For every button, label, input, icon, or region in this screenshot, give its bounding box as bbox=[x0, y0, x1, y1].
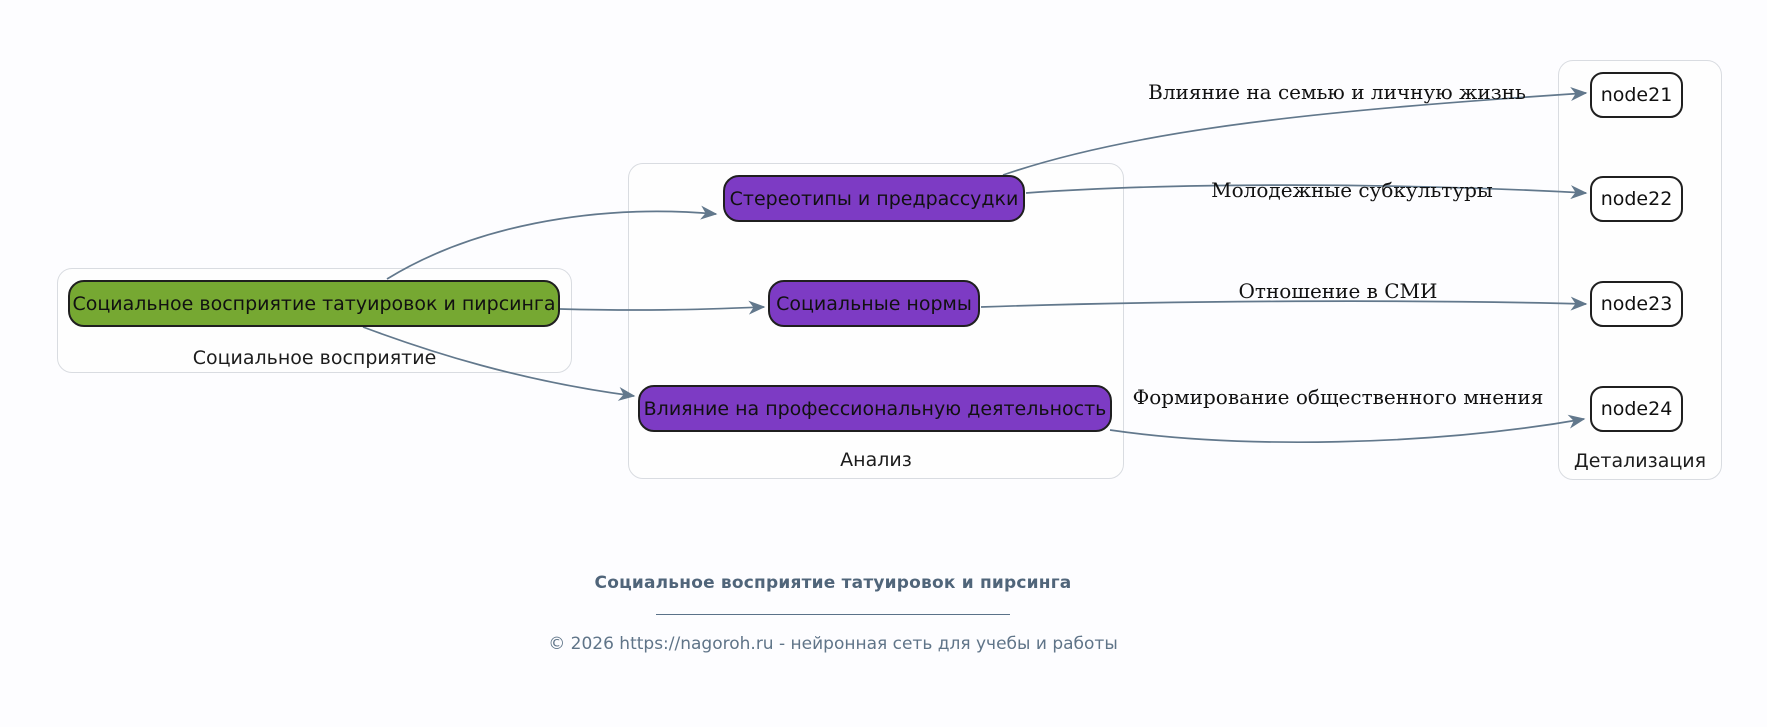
edge-label-family-life: Влияние на семью и личную жизнь bbox=[1148, 80, 1526, 104]
cluster-analysis-label: Анализ bbox=[840, 449, 912, 471]
edge-label-youth-subcultures: Молодежные субкультуры bbox=[1211, 178, 1493, 202]
node-root: Социальное восприятие татуировок и пирси… bbox=[68, 280, 560, 327]
edge-label-public-opinion: Формирование общественного мнения bbox=[1132, 385, 1544, 409]
footer-copyright: © 2026 https://nagoroh.ru - нейронная се… bbox=[548, 634, 1118, 654]
edge-label-media-attitude: Отношение в СМИ bbox=[1238, 279, 1438, 303]
cluster-social-perception-label: Социальное восприятие bbox=[192, 347, 437, 369]
footer-title: Социальное восприятие татуировок и пирси… bbox=[594, 573, 1072, 593]
node-social-norms: Социальные нормы bbox=[768, 280, 980, 327]
footer: Социальное восприятие татуировок и пирси… bbox=[383, 573, 1283, 654]
node-profession-impact: Влияние на профессиональную деятельность bbox=[638, 385, 1112, 432]
cluster-details-label: Детализация bbox=[1573, 450, 1707, 472]
node-node23: node23 bbox=[1590, 281, 1683, 327]
edge-profession-node24 bbox=[1109, 414, 1586, 443]
node-node22: node22 bbox=[1590, 176, 1683, 222]
node-node21: node21 bbox=[1590, 72, 1683, 118]
footer-divider bbox=[656, 614, 1010, 615]
node-stereotypes: Стереотипы и предрассудки bbox=[723, 175, 1025, 222]
node-node24: node24 bbox=[1590, 386, 1683, 432]
